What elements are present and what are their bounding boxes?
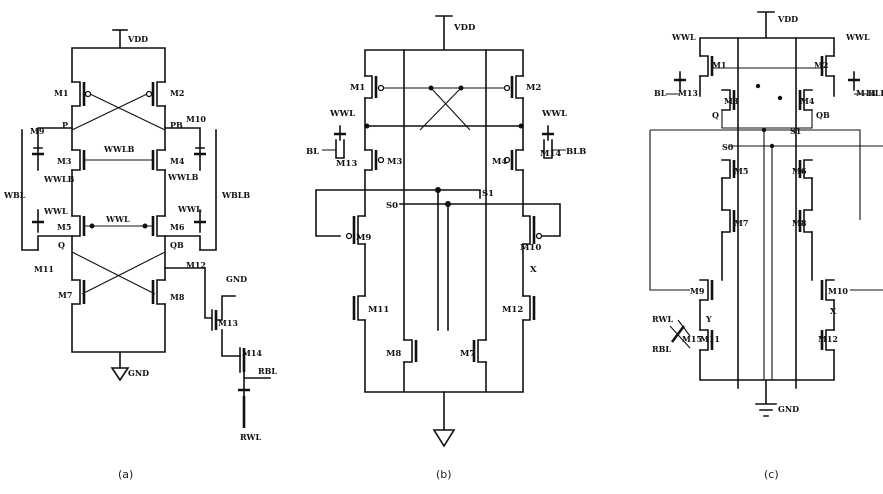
c-label-wwl-left: WWL	[671, 32, 696, 42]
a-label-m8: M8	[170, 292, 185, 302]
a-label-m11: M11	[34, 264, 54, 274]
panel-b-schematic	[315, 15, 566, 448]
c-label-m11: M11	[700, 334, 720, 344]
c-label-m5: M5	[734, 166, 748, 176]
a-label-m4: M4	[170, 156, 185, 166]
a-label-qb: QB	[170, 240, 184, 250]
c-label-x: X	[830, 306, 837, 316]
caption-c: (c)	[764, 468, 779, 481]
a-label-wblb: WBLB	[221, 190, 250, 200]
b-label-wwl-left: WWL	[329, 109, 355, 119]
c-label-m2: M2	[814, 60, 828, 70]
c-label-m9: M9	[690, 286, 705, 296]
panel-a-schematic	[21, 29, 271, 428]
b-label-m10: M10	[520, 243, 541, 253]
a-label-wwl-right: WWL	[177, 204, 202, 214]
a-label-m3: M3	[57, 156, 72, 166]
c-label-q: Q	[712, 110, 719, 120]
b-label-m13: M13	[336, 159, 357, 169]
c-label-vdd: VDD	[777, 14, 798, 24]
a-label-m10: M10	[186, 114, 206, 124]
a-label-m5: M5	[57, 222, 71, 232]
b-label-m11: M11	[368, 305, 389, 315]
c-label-m16: M14	[856, 88, 876, 98]
c-label-gnd: GND	[778, 404, 799, 414]
caption-b: (b)	[436, 468, 452, 481]
c-label-m12: M12	[818, 334, 838, 344]
c-label-wwl-right: WWL	[845, 32, 870, 42]
panel-a-labels: VDD M1 M2 P PB M9 M10 M3 M4 WWLB WWLB WW…	[3, 34, 277, 442]
b-label-m3: M3	[387, 157, 402, 167]
a-label-m6: M6	[170, 222, 185, 232]
c-label-m1: M1	[712, 60, 726, 70]
a-label-pb: PB	[170, 120, 183, 130]
a-label-m1: M1	[54, 88, 68, 98]
panel-c-labels: VDD WWL WWL M1 M2 BL M13 M14 BLB M3 M4 Q…	[652, 14, 883, 414]
a-label-m12: M12	[186, 260, 206, 270]
c-label-blb: BLB	[868, 88, 883, 98]
b-label-m12: M12	[502, 305, 523, 315]
a-label-m14: M14	[242, 348, 262, 358]
a-label-gnd: GND	[128, 368, 149, 378]
a-label-wwl-left: WWL	[43, 206, 68, 216]
a-label-m7: M7	[58, 290, 72, 300]
c-label-y: Y	[705, 314, 712, 324]
a-label-q: Q	[58, 240, 65, 250]
c-label-m6: M6	[792, 166, 807, 176]
a-label-wwlb-mid: WWLB	[103, 144, 135, 154]
c-label-m4: M4	[800, 96, 815, 106]
b-label-m7: M7	[460, 349, 475, 359]
c-label-m3: M3	[724, 96, 739, 106]
a-label-m2: M2	[170, 88, 184, 98]
c-label-rbl: RBL	[652, 344, 671, 354]
a-label-rwl: RWL	[240, 432, 261, 442]
a-label-wwlb-left: WWLB	[43, 174, 75, 184]
b-label-bl: BL	[306, 147, 319, 157]
b-label-m14: M14	[540, 149, 561, 159]
c-label-rwl: RWL	[652, 314, 673, 324]
b-label-s1: S1	[482, 189, 494, 199]
c-label-m10: M10	[828, 286, 848, 296]
a-label-m13: M13	[218, 318, 238, 328]
a-label-wwlb-right: WWLB	[167, 172, 199, 182]
c-label-s0: S0	[722, 142, 734, 152]
c-label-m7: M7	[734, 218, 748, 228]
panel-b-labels: VDD M1 M2 WWL WWL BL M13 M3 M4 M14 BLB S…	[306, 23, 586, 359]
b-label-blb: BLB	[566, 147, 586, 157]
b-label-wwl-right: WWL	[541, 109, 567, 119]
b-label-m4: M4	[492, 157, 507, 167]
b-label-x: X	[530, 265, 537, 275]
caption-a: (a)	[118, 468, 133, 481]
b-label-m8: M8	[386, 349, 401, 359]
b-label-s0: S0	[386, 201, 398, 211]
a-label-p: P	[62, 120, 68, 130]
a-label-vdd: VDD	[127, 34, 148, 44]
c-label-m13: M13	[678, 88, 698, 98]
a-label-gnd-read: GND	[226, 274, 247, 284]
c-label-s1: S1	[790, 126, 801, 136]
c-label-bl: BL	[654, 88, 667, 98]
b-label-m1: M1	[350, 83, 365, 93]
a-label-m9: M9	[30, 126, 45, 136]
a-label-wwl-mid: WWL	[105, 214, 130, 224]
c-label-m8: M8	[792, 218, 807, 228]
panel-c-schematic	[649, 11, 883, 417]
a-label-rbl: RBL	[258, 366, 277, 376]
a-label-wbl: WBL	[3, 190, 26, 200]
c-label-qb: QB	[816, 110, 830, 120]
b-label-m9: M9	[356, 233, 371, 243]
b-label-vdd: VDD	[453, 23, 476, 33]
b-label-m2: M2	[526, 83, 541, 93]
c-label-m15: M15	[682, 334, 702, 344]
